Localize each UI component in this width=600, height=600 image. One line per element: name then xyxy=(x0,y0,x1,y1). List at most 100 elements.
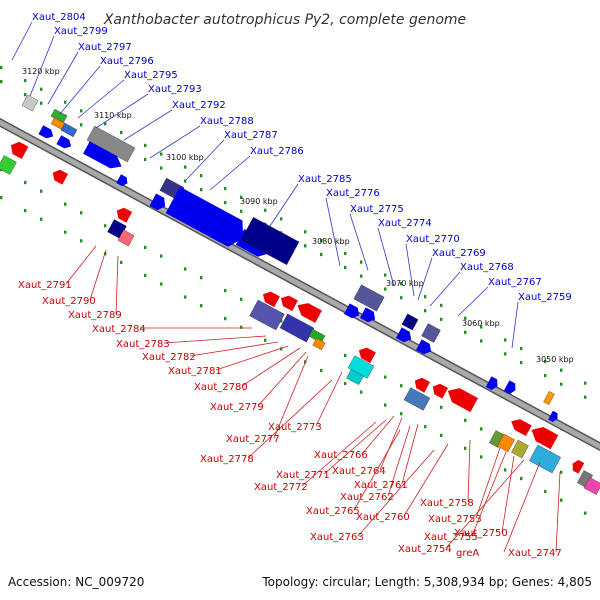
gc-dot xyxy=(184,267,187,271)
gc-dot xyxy=(344,251,347,256)
gene-label: Xaut_2770 xyxy=(406,234,460,245)
accession-text: Accession: NC_009720 xyxy=(8,575,144,589)
leader-line xyxy=(503,461,541,553)
gc-dot xyxy=(200,174,203,178)
gc-dot xyxy=(560,498,563,502)
gc-dot xyxy=(384,403,387,407)
gene-2755-feature xyxy=(497,433,515,453)
gene-2795-b-feature xyxy=(56,135,72,149)
gene-left-r2-feature xyxy=(52,169,69,185)
gene-label: Xaut_2764 xyxy=(332,466,386,477)
leader-line xyxy=(417,257,433,301)
leader-line xyxy=(65,245,97,285)
leader-line xyxy=(149,125,201,159)
gc-dot xyxy=(0,80,3,84)
tick-label: 3070 kbp xyxy=(386,279,424,288)
gene-label: Xaut_2763 xyxy=(310,532,364,543)
gene-2759-feature xyxy=(485,376,498,390)
gene-label: Xaut_2778 xyxy=(200,454,254,465)
gene-label: Xaut_2760 xyxy=(356,512,410,523)
gene-label: Xaut_2784 xyxy=(92,324,146,335)
gc-dot xyxy=(160,254,163,258)
gc-dot xyxy=(160,282,163,286)
gc-dot xyxy=(280,217,283,221)
gc-dot xyxy=(224,289,227,293)
gene-2786-feature xyxy=(165,186,244,247)
gene-label: Xaut_2780 xyxy=(194,382,248,393)
gene-label: Xaut_2797 xyxy=(78,42,132,53)
gc-dot xyxy=(64,202,67,206)
gene-2750-feature xyxy=(511,419,532,437)
gc-dot xyxy=(200,188,203,192)
leader-line xyxy=(257,351,307,407)
gene-2787-feature xyxy=(149,193,166,211)
gene-label: Xaut_2795 xyxy=(124,70,178,81)
leader-line xyxy=(301,421,377,487)
tick-label: 3100 kbp xyxy=(166,153,204,162)
gene-2768-feature xyxy=(421,323,441,343)
gene-2747-feature xyxy=(572,460,585,474)
leader-line xyxy=(357,449,435,537)
gc-dot xyxy=(80,211,83,215)
gc-dot xyxy=(424,425,427,429)
leader-line xyxy=(379,417,403,471)
gene-label: Xaut_2776 xyxy=(326,188,380,199)
leader-line xyxy=(353,429,401,511)
leader-line xyxy=(401,423,419,485)
gene-2766-feature xyxy=(414,377,431,393)
gene-2791-feature xyxy=(116,207,133,223)
leader-line xyxy=(163,335,267,344)
gc-dot xyxy=(184,295,187,299)
tick-label: 3090 kbp xyxy=(240,197,278,206)
gc-dot xyxy=(144,273,147,278)
gene-label: Xaut_2781 xyxy=(168,366,222,377)
gc-dot xyxy=(480,339,483,343)
gc-dot xyxy=(144,245,147,250)
gc-dot xyxy=(40,189,43,193)
gc-dot xyxy=(440,405,443,409)
leader-line xyxy=(77,79,125,119)
leader-line xyxy=(315,371,343,427)
gc-dot xyxy=(304,244,307,248)
gene-3050-a-feature xyxy=(543,391,555,405)
gc-dot xyxy=(584,381,587,385)
gene-label: Xaut_2788 xyxy=(200,116,254,127)
gene-label: Xaut_2796 xyxy=(100,56,154,67)
gc-dot xyxy=(224,187,227,191)
gene-label: Xaut_2755 xyxy=(424,532,478,543)
gene-2780-feature xyxy=(308,328,326,344)
tick-label: 3080 kbp xyxy=(312,237,350,246)
gene-2759-b-feature xyxy=(503,380,516,394)
leader-line xyxy=(403,443,449,517)
gc-dot xyxy=(64,230,67,234)
gene-label: Xaut_2753 xyxy=(428,514,482,525)
gene-2774-feature xyxy=(359,307,376,323)
leader-line xyxy=(555,471,561,553)
gc-dot xyxy=(400,384,403,388)
gc-dot xyxy=(104,122,107,126)
gc-dot xyxy=(240,297,243,301)
leader-line xyxy=(215,345,289,371)
leader-line xyxy=(467,439,471,503)
leader-line xyxy=(405,243,415,297)
gene-label: Xaut_2783 xyxy=(116,339,170,350)
gc-dot xyxy=(560,470,563,474)
leader-line xyxy=(501,455,515,533)
gene-label: Xaut_2772 xyxy=(254,482,308,493)
gc-dot xyxy=(424,295,427,299)
gc-dot xyxy=(144,157,147,162)
gene-2793-feature xyxy=(83,141,122,169)
leader-line xyxy=(89,249,107,301)
gc-dot xyxy=(240,209,243,213)
gc-dot xyxy=(480,325,483,329)
gene-label: Xaut_2750 xyxy=(454,528,508,539)
gene-2762-feature xyxy=(403,387,431,411)
tick-label: 3050 kbp xyxy=(536,355,574,364)
gene-label: Xaut_2767 xyxy=(488,277,542,288)
gene-2764-feature xyxy=(432,383,449,399)
gc-dot xyxy=(160,152,163,156)
gene-label: Xaut_2804 xyxy=(32,12,86,23)
leader-line xyxy=(361,415,395,455)
gc-dot xyxy=(360,260,363,264)
gc-dot xyxy=(320,368,323,373)
